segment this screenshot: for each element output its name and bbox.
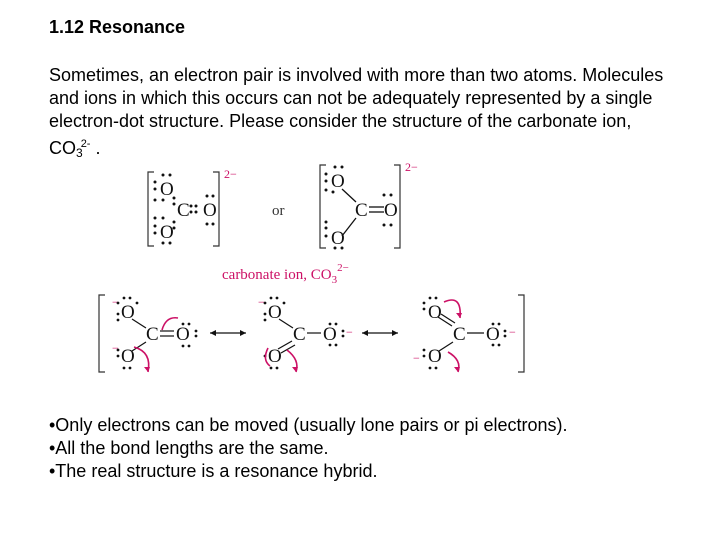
bullet-item: •The real structure is a resonance hybri… [49, 461, 378, 481]
resonance-arrow [362, 330, 398, 336]
charge-label: − [413, 351, 420, 365]
resonance-form-b: O C O O − − [258, 295, 353, 373]
charge-label: − [346, 325, 353, 339]
arrow-head [292, 367, 298, 372]
charge-label: 2− [224, 167, 237, 181]
bullet-list: •Only electrons can be moved (usually lo… [49, 414, 568, 483]
line-bond-structure: 2− O C O O [319, 160, 418, 250]
electron-arrow [443, 299, 461, 319]
arrow-head [456, 313, 462, 318]
lewis-structure-dots: 2− O C O O [147, 167, 237, 247]
intro-superscript: 2- [80, 138, 91, 150]
atom-o: O [486, 324, 500, 345]
intro-subscript: 3 [76, 146, 83, 160]
resonance-form-a: O C O O − − [112, 295, 198, 373]
atom-o: O [384, 200, 398, 221]
intro-paragraph: Sometimes, an electron pair is involved … [49, 64, 669, 165]
atom-o: O [268, 302, 282, 323]
atom-o: O [160, 179, 174, 200]
charge-label: − [112, 341, 119, 355]
charge-label: 2− [405, 160, 418, 174]
carbonate-resonance-figure: 2− O C O O or 2− O C O O [98, 160, 525, 373]
atom-o: O [203, 200, 217, 221]
charge-label: − [509, 325, 516, 339]
atom-o: O [176, 324, 190, 345]
atom-o: O [268, 346, 282, 367]
bullet-item: •All the bond lengths are the same. [49, 438, 329, 458]
atom-c: C [453, 324, 466, 345]
carbonate-caption: carbonate ion, CO32− [222, 262, 349, 286]
arrow-head [454, 367, 460, 372]
intro-text: Sometimes, an electron pair is involved … [49, 65, 664, 158]
resonance-form-c: O C O O − − [413, 296, 516, 373]
atom-o: O [331, 228, 345, 249]
atom-o: O [121, 302, 135, 323]
caption-text: carbonate ion, CO [222, 267, 332, 283]
charge-label: − [112, 295, 119, 309]
atom-c: C [293, 324, 306, 345]
atom-o: O [160, 222, 174, 243]
electron-arrow [161, 316, 179, 331]
or-label: or [272, 203, 285, 219]
resonance-arrow [210, 330, 246, 336]
electron-arrow [264, 347, 271, 367]
charge-label: − [258, 295, 265, 309]
atom-o: O [428, 302, 442, 323]
intro-end: . [90, 138, 101, 158]
atom-c: C [355, 200, 368, 221]
slide-title: 1.12 Resonance [49, 17, 186, 37]
atom-o: O [428, 346, 442, 367]
atom-o: O [323, 324, 337, 345]
caption-superscript: 2− [337, 262, 349, 274]
bullet-item: •Only electrons can be moved (usually lo… [49, 415, 568, 435]
resonance-row: O C O O − − O [98, 294, 525, 373]
caption-subscript: 3 [332, 274, 338, 286]
atom-c: C [146, 324, 159, 345]
atom-o: O [331, 171, 345, 192]
arrow-head [144, 367, 150, 372]
atom-c: C [177, 200, 190, 221]
atom-o: O [121, 346, 135, 367]
